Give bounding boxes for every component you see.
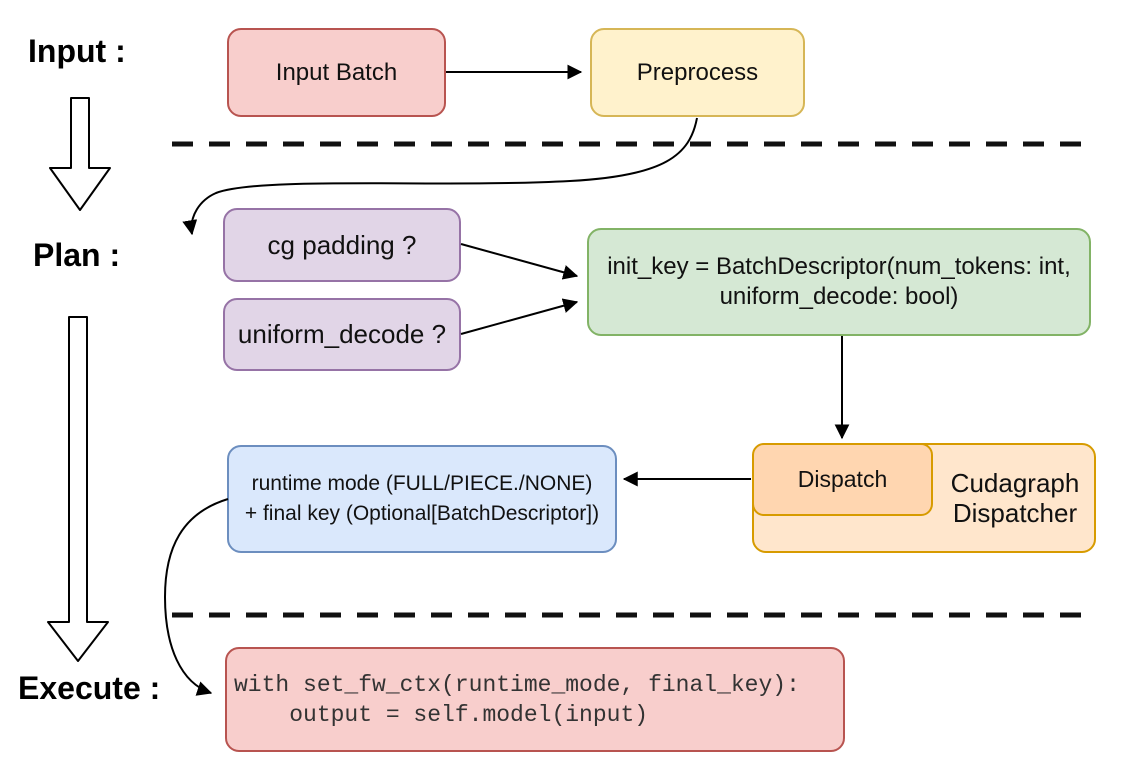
node-preprocess: Preprocess [590, 28, 805, 117]
stage-arrow-plan-to-execute [47, 316, 109, 662]
node-runtime-mode-line2: + final key (Optional[BatchDescriptor]) [244, 502, 600, 525]
node-input-batch-label: Input Batch [275, 58, 398, 86]
node-runtime-mode: runtime mode (FULL/PIECE./NONE) + final … [227, 445, 617, 553]
node-cg-padding-label: cg padding ? [267, 229, 417, 260]
arrow-runtime-mode-to-execute-code [163, 498, 229, 696]
node-execute-code: with set_fw_ctx(runtime_mode, final_key)… [225, 647, 845, 752]
node-preprocess-label: Preprocess [636, 58, 759, 86]
stage-label-plan: Plan : [33, 237, 121, 273]
node-cudagraph-dispatcher-text: Cudagraph Dispatcher [935, 445, 1095, 551]
node-uniform-decode-label: uniform_decode ? [237, 319, 447, 350]
node-init-key-line1: init_key = BatchDescriptor(num_tokens: i… [607, 253, 1071, 280]
node-input-batch: Input Batch [227, 28, 446, 117]
node-dispatch: Dispatch [752, 443, 933, 516]
stage-arrow-input-to-plan [49, 97, 111, 211]
arrow-cg-padding-to-init-key [460, 243, 579, 280]
node-dispatch-label: Dispatch [797, 466, 888, 493]
node-cudagraph-line1: Cudagraph [950, 468, 1080, 498]
stage-label-input: Input : [28, 33, 126, 69]
node-cudagraph-line2: Dispatcher [952, 498, 1078, 528]
execute-code-line1: with set_fw_ctx(runtime_mode, final_key)… [234, 671, 800, 698]
node-runtime-mode-line1: runtime mode (FULL/PIECE./NONE) [251, 472, 593, 495]
stage-label-execute: Execute : [18, 670, 161, 706]
node-init-key-line2: uniform_decode: bool) [719, 283, 959, 310]
node-uniform-decode: uniform_decode ? [223, 298, 461, 371]
node-init-key: init_key = BatchDescriptor(num_tokens: i… [587, 228, 1091, 336]
node-cg-padding: cg padding ? [223, 208, 461, 282]
execute-code-line2: output = self.model(input) [234, 701, 649, 728]
arrow-uniform-decode-to-init-key [460, 298, 579, 335]
